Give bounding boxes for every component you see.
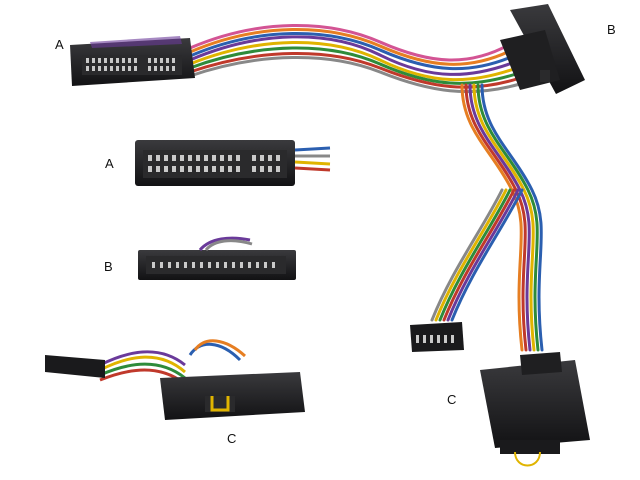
label-c-right: C — [447, 392, 457, 407]
label-b-detail: B — [104, 259, 113, 274]
connector-a-detail — [135, 140, 331, 186]
label-a-main: A — [55, 37, 64, 52]
wire-loom-top — [188, 23, 524, 94]
module-c-left — [45, 339, 305, 420]
connector-b-main — [500, 4, 585, 94]
label-c-left: C — [227, 431, 237, 446]
label-b-main: B — [607, 22, 616, 37]
connector-b-detail — [138, 236, 296, 280]
wire-loom-down — [430, 83, 544, 352]
module-c-right — [410, 322, 590, 467]
connector-a-main — [70, 36, 195, 86]
label-a-detail: A — [105, 156, 114, 171]
